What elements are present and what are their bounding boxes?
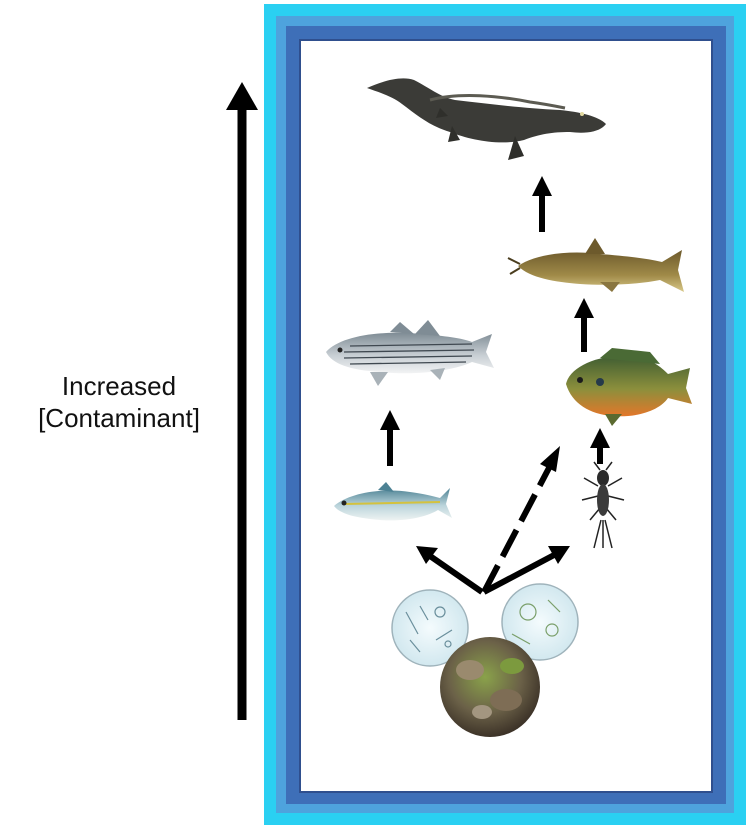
contaminant-increase-arrow [226, 82, 258, 720]
algae-sediment-icon [440, 637, 540, 737]
